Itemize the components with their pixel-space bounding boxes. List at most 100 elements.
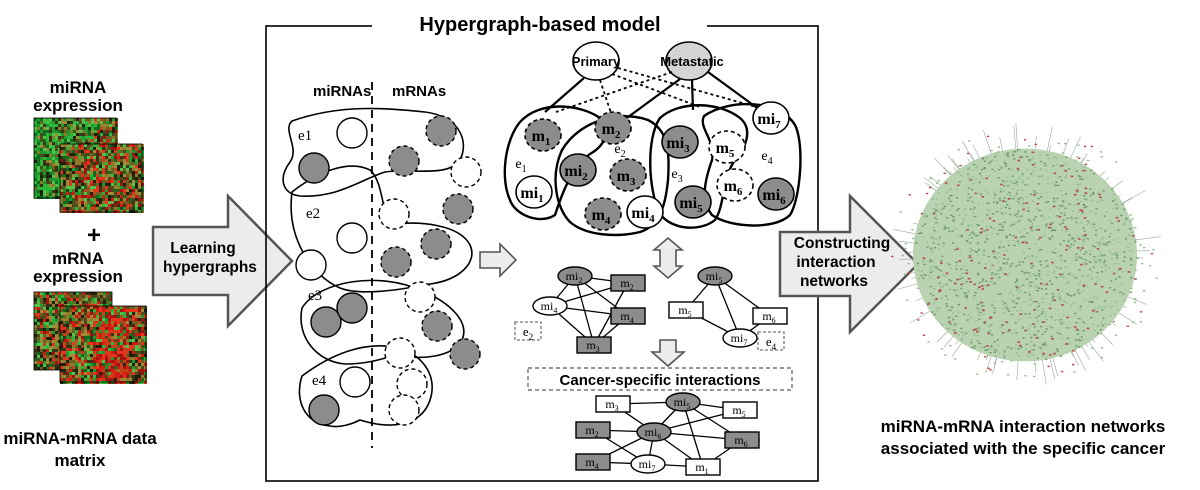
network-dot [1062,239,1065,242]
network-dot [1037,260,1040,263]
network-outer-dot [1142,290,1146,292]
network-dot [1044,315,1047,317]
final-net-label-m2: m2 [585,423,598,439]
network-dot [1118,276,1121,278]
network-dot [1015,278,1018,280]
class-nodes: Primary Metastatic [572,41,724,81]
net-e2-label-mi2: mi2 [566,269,583,285]
network-dot [1083,230,1086,232]
network-dot [943,205,946,208]
network-outer-dot [1023,139,1027,141]
network-dot [1001,332,1005,334]
network-dot [1064,177,1067,179]
net-e4-edge [714,275,741,339]
network-dot [987,332,991,335]
network-dot [1029,227,1033,229]
network-outer-dot [1073,371,1076,373]
network-outer-dot [1152,248,1155,251]
network-dot [991,334,994,336]
network-dot [1010,313,1013,316]
mirna-heatmap [33,117,144,213]
network-dot [959,174,963,176]
network-dot [1062,313,1065,316]
network-dot [1028,248,1031,250]
network-dot [1112,207,1115,210]
network-dot [934,299,937,302]
network-dot [1093,256,1096,258]
network-dot [1065,282,1068,285]
network-dot [978,342,981,345]
network-dot [1081,169,1084,172]
network-dot [1006,175,1009,178]
network-dot [972,182,975,185]
network-dot [990,345,993,348]
network-dot [933,229,936,232]
network-dot [946,217,949,219]
class-connectors [544,67,761,124]
network-dot [967,237,970,240]
network-dot [990,324,993,326]
final-net-label-m1: m1 [695,460,708,476]
network-outer-dot [957,165,961,167]
network-dot [1021,235,1024,237]
network-dot [1056,332,1059,334]
network-dot [1044,331,1047,333]
network-dot [932,302,936,305]
network-dot [1071,218,1074,221]
network-dot [956,295,959,297]
network-dot [1099,259,1102,261]
network-dot [1029,333,1032,336]
network-dot [1056,215,1059,217]
network-dot [1112,272,1116,275]
network-dot [937,238,940,241]
net-e2-node-mi4 [532,296,568,316]
network-dot [1002,304,1005,306]
network-dot [977,247,980,250]
network-dot [929,268,932,271]
network-outer-dot [917,319,920,321]
net-e4-label-mi7: mi7 [731,331,748,347]
network-dot [976,303,980,306]
network-outer-dot [1100,347,1104,349]
network-dot [1039,236,1042,239]
network-dot [981,177,984,179]
network-dot [1022,208,1025,211]
network-dot [1066,217,1069,219]
network-dot [963,292,966,294]
network-dot [990,264,993,267]
network-dot [1051,299,1055,302]
network-dot [1079,209,1082,211]
network-dot [978,282,981,284]
network-dot [963,313,966,316]
network-dot [969,242,972,244]
network-dot [1048,216,1051,218]
network-dot [929,271,932,274]
network-outer-dot [1100,356,1104,359]
hyper-node-mi2 [559,153,597,187]
network-dot [1003,162,1006,164]
network-dot [1015,352,1019,354]
network-dot [974,234,977,237]
network-dot [1065,302,1069,304]
network-dot [981,157,985,159]
network-dot [1009,265,1012,267]
network-dot [956,246,959,249]
network-dot [948,189,951,191]
network-dot [1070,175,1074,178]
network-dot [924,274,927,276]
network-dot [1105,211,1108,213]
network-dot [988,162,991,165]
network-dot [945,181,948,183]
network-dot [1089,188,1092,190]
network-dot [1056,350,1059,353]
svg-text:mRNA: mRNA [52,249,104,268]
network-dot [1039,282,1043,285]
network-dot [1050,229,1053,232]
mrna-node [420,228,452,260]
network-outer-dot [1126,325,1129,327]
network-dot [989,226,993,228]
network-dot [1052,205,1056,208]
network-dot [1040,348,1043,351]
network-dot [1112,320,1115,323]
network-dot [1109,314,1112,317]
